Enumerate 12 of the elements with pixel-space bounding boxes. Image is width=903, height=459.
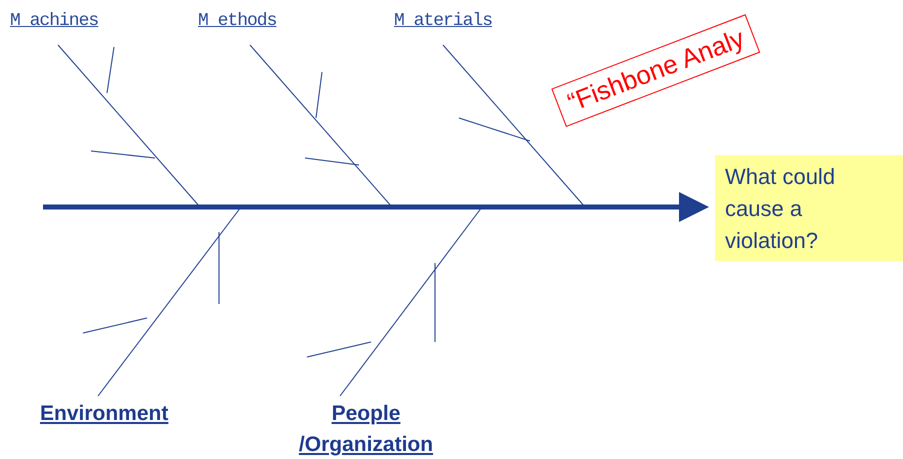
spine-arrow bbox=[43, 192, 709, 222]
category-label: People /Organization bbox=[270, 398, 462, 459]
category-label: Environment bbox=[40, 398, 168, 430]
bone-line bbox=[250, 44, 392, 208]
bone-line bbox=[442, 44, 586, 208]
bone-line bbox=[58, 44, 200, 208]
bone-line bbox=[98, 206, 242, 396]
category-label: M ethods bbox=[198, 8, 276, 35]
category-label: M aterials bbox=[394, 8, 492, 35]
problem-box: What could cause a violation? bbox=[715, 155, 903, 261]
bone-line bbox=[340, 206, 482, 396]
category-label: M achines bbox=[10, 8, 98, 35]
